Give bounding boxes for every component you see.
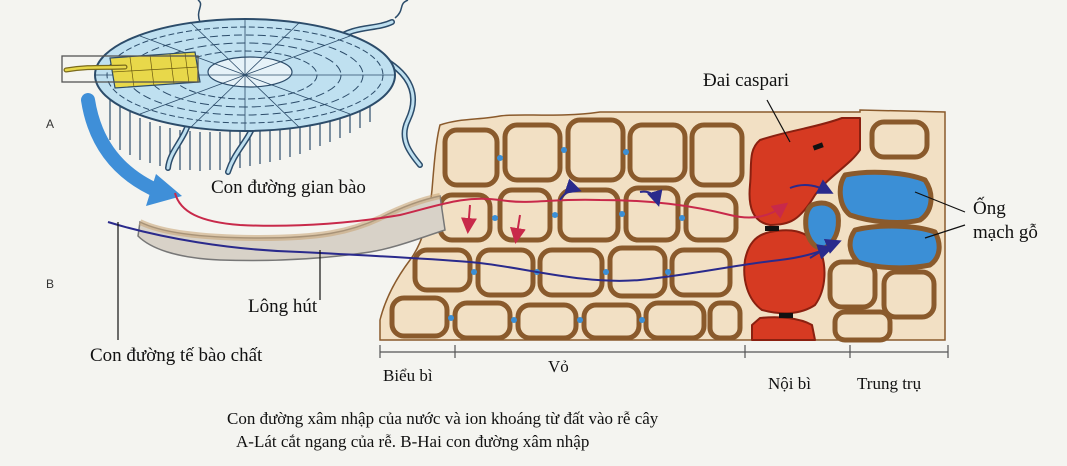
endodermis-cells [743,117,861,341]
selection-box [61,55,199,83]
region-cortex: Vỏ [548,357,569,376]
region-stele: Trung trụ [857,374,922,393]
apoplast-pathway [174,192,789,244]
region-brackets [379,345,949,358]
label-symplast-pathway: Con đường tế bào chất [90,345,263,366]
label-casparian-strip: Đai caspari [703,70,789,91]
root-stele [207,56,293,88]
region-epidermis: Biểu bì [383,366,433,385]
highlighted-sector [109,51,201,89]
caption-line2: A-Lát cắt ngang của rễ. B-Hai con đường … [236,432,590,451]
label-xylem-line1: Ống [973,198,1006,219]
caption-line1: Con đường xâm nhập của nước và ion khoán… [227,409,659,428]
label-root-hair: Lông hút [248,296,318,317]
panel-label-a: A [46,117,55,131]
stele-cells [827,119,937,343]
casparian-strip [765,142,824,318]
label-apoplast-pathway: Con đường gian bào [211,177,366,198]
xylem-vessels [803,169,942,271]
root-hair-top-right [394,0,409,19]
region-endodermis: Nội bì [768,374,811,393]
cortex-cells [389,117,745,341]
transfer-arrow [81,93,182,206]
tissue-block [379,109,946,343]
symplast-pathway [107,178,842,282]
label-xylem-line2: mạch gỗ [973,222,1038,243]
panel-label-b: B [46,277,55,291]
root-hair-top [197,0,202,23]
leader-lines [117,99,966,340]
root-cross-section [61,0,423,175]
